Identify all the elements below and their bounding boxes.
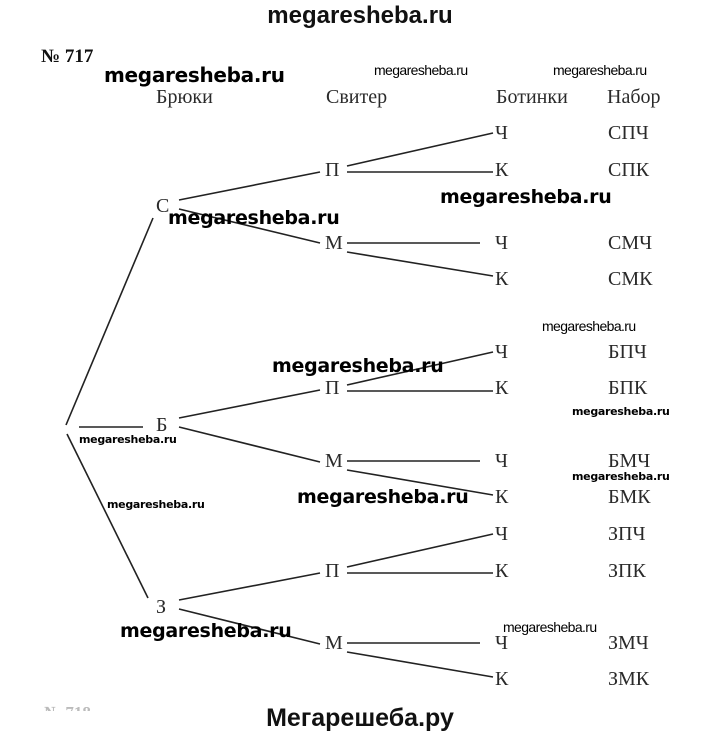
node-sweater-zm: М bbox=[325, 632, 343, 654]
edge-s-m bbox=[178, 208, 321, 244]
node-shoe-spch: Ч bbox=[495, 122, 508, 144]
node-sweater-sm: М bbox=[325, 232, 343, 254]
edge-z-m bbox=[178, 608, 321, 645]
watermark: megaresheba.ru bbox=[374, 62, 468, 78]
result-set: ЗПЧ bbox=[608, 523, 646, 545]
node-shoe-zmch: Ч bbox=[495, 632, 508, 654]
node-sweater-zp: П bbox=[325, 560, 340, 582]
watermark: megaresheba.ru bbox=[79, 433, 177, 446]
watermark: megaresheba.ru bbox=[297, 486, 469, 508]
edge-zm-k bbox=[346, 651, 494, 678]
node-trousers-s: С bbox=[156, 195, 170, 217]
site-footer[interactable]: Мегарешеба.ру bbox=[266, 704, 454, 732]
node-sweater-bm: М bbox=[325, 450, 343, 472]
node-sweater-bp: П bbox=[325, 377, 340, 399]
result-set: БМК bbox=[608, 486, 651, 508]
edge-s-p bbox=[178, 171, 321, 201]
watermark: megaresheba.ru bbox=[572, 405, 670, 418]
next-problem-number-fragment: № 718 bbox=[44, 703, 91, 711]
node-shoe-smk: К bbox=[495, 268, 509, 290]
edge-root-z bbox=[66, 433, 149, 599]
watermark: megaresheba.ru bbox=[272, 355, 444, 377]
result-set: СМК bbox=[608, 268, 653, 290]
result-set: СМЧ bbox=[608, 232, 653, 254]
edge-bm-k bbox=[346, 469, 494, 496]
node-trousers-b: Б bbox=[156, 414, 168, 436]
node-trousers-z: З bbox=[156, 596, 167, 618]
result-set: БПЧ bbox=[608, 341, 647, 363]
watermark: megaresheba.ru bbox=[503, 619, 597, 635]
watermark: megaresheba.ru bbox=[542, 318, 636, 334]
edge-z-p bbox=[178, 572, 321, 601]
watermark: megaresheba.ru bbox=[572, 470, 670, 483]
watermark: megaresheba.ru bbox=[107, 498, 205, 511]
node-sweater-sp: П bbox=[325, 159, 340, 181]
result-set: БМЧ bbox=[608, 450, 651, 472]
result-set: ЗПК bbox=[608, 560, 646, 582]
node-shoe-spk: К bbox=[495, 159, 509, 181]
column-header-set: Набор bbox=[607, 86, 661, 108]
problem-number: № 717 bbox=[41, 46, 94, 67]
node-shoe-bmk: К bbox=[495, 486, 509, 508]
watermark: megaresheba.ru bbox=[553, 62, 647, 78]
node-shoe-bpk: К bbox=[495, 377, 509, 399]
node-shoe-smch: Ч bbox=[495, 232, 508, 254]
watermark: megaresheba.ru bbox=[104, 63, 285, 87]
column-header-trousers: Брюки bbox=[156, 86, 213, 108]
node-shoe-bmch: Ч bbox=[495, 450, 508, 472]
edge-bp-ch bbox=[346, 351, 494, 386]
node-shoe-bpch: Ч bbox=[495, 341, 508, 363]
watermark: megaresheba.ru bbox=[120, 620, 292, 642]
edge-sp-ch bbox=[346, 132, 494, 167]
result-set: БПК bbox=[608, 377, 648, 399]
node-shoe-zpch: Ч bbox=[495, 523, 508, 545]
edge-root-s bbox=[65, 217, 154, 426]
column-header-shoes: Ботинки bbox=[496, 86, 568, 108]
result-set: ЗМЧ bbox=[608, 632, 649, 654]
node-shoe-zpk: К bbox=[495, 560, 509, 582]
edge-sm-k bbox=[346, 251, 494, 277]
column-header-sweater: Свитер bbox=[326, 86, 388, 108]
watermark: megaresheba.ru bbox=[440, 186, 612, 208]
result-set: СПК bbox=[608, 159, 650, 181]
edge-b-p bbox=[178, 389, 321, 419]
result-set: СПЧ bbox=[608, 122, 649, 144]
edge-b-m bbox=[178, 426, 321, 463]
result-set: ЗМК bbox=[608, 668, 650, 690]
edge-zp-ch bbox=[346, 533, 494, 568]
node-shoe-zmk: К bbox=[495, 668, 509, 690]
site-header[interactable]: megaresheba.ru bbox=[267, 2, 453, 29]
watermark: megaresheba.ru bbox=[168, 207, 340, 229]
